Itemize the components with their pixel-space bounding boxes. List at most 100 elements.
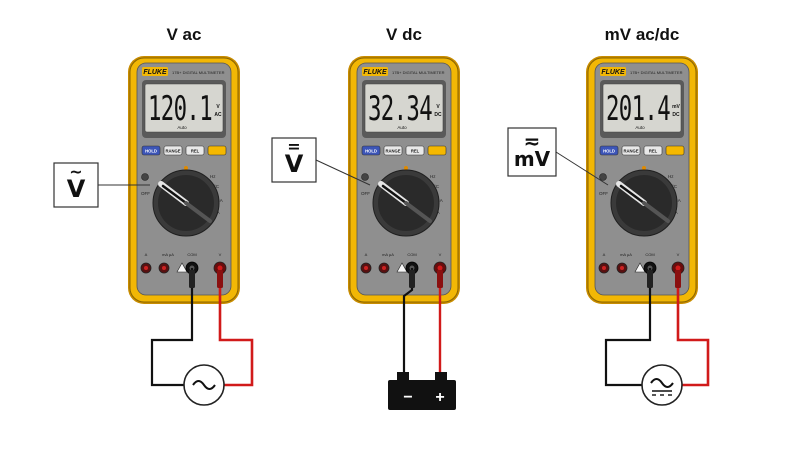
jack-ma-core [382, 266, 386, 270]
meter-button-label: REL [411, 149, 420, 154]
callout-box [507, 127, 557, 177]
dial-label-temp: °C [672, 184, 678, 189]
lcd-unit-bottom: DC [434, 112, 442, 118]
jack-a-core [144, 266, 148, 270]
jack-label: A [145, 252, 148, 257]
lcd-auto-label: Auto [177, 125, 187, 130]
jack-label: mA μA [382, 252, 394, 257]
dial-side-knob [141, 173, 149, 181]
red-probe-plug [675, 270, 681, 288]
dial-label-off: OFF [599, 191, 608, 196]
battery-plus-label: + [435, 389, 444, 406]
meter-button-label: RANGE [385, 149, 400, 154]
red-test-lead [676, 268, 710, 387]
meter-title: mV ac/dc [605, 25, 680, 44]
jack-label: A [365, 252, 368, 257]
lcd-reading: 201.4 [606, 89, 670, 129]
meter-button-1 [361, 145, 381, 156]
black-test-lead [150, 268, 194, 387]
dial-label-off: OFF [361, 191, 370, 196]
function-callout: mV≂ [507, 127, 609, 186]
meter-button-label: HOLD [365, 149, 377, 154]
callout-symbol: mV [514, 147, 551, 171]
dial-label-temp: °C [434, 184, 440, 189]
jack-label: COM [407, 252, 416, 257]
meter-title: V ac [167, 25, 202, 44]
meter-button-2 [383, 145, 403, 156]
meter-button-label: REL [649, 149, 658, 154]
warning-triangle-icon [634, 262, 646, 273]
dial-label-hz: Hz [210, 174, 216, 179]
dial-pointer [381, 184, 408, 205]
callout-symbol: V [67, 175, 86, 203]
meter-button-1 [141, 145, 161, 156]
lcd-unit-top: mV [672, 104, 680, 110]
meter-button-label: RANGE [165, 149, 180, 154]
meter-button-2 [621, 145, 641, 156]
jack-label: V [439, 252, 442, 257]
brand-badge [142, 67, 168, 76]
dial-pointer-tail [404, 201, 432, 223]
lcd-screen [602, 83, 682, 133]
battery-terminal-minus [397, 372, 409, 380]
dial-side-knob [599, 173, 607, 181]
brand-logo: FLUKE [363, 69, 387, 76]
callout-symbol: V [285, 150, 304, 178]
dial-indicator-dot [642, 166, 646, 170]
lcd-reading: 120.1 [148, 89, 212, 129]
lcd-auto-label: Auto [397, 125, 407, 130]
model-label: 17B+ DIGITAL MULTIMETER [172, 70, 225, 75]
meter-button-3 [405, 145, 425, 156]
callout-leader-line [315, 159, 371, 186]
model-label: 17B+ DIGITAL MULTIMETER [630, 70, 683, 75]
lcd-unit-top: V [216, 104, 220, 110]
meter-button-label: HOLD [603, 149, 615, 154]
function-callout: V~ [53, 162, 150, 208]
lcd-screen [364, 83, 444, 133]
sine-wave-icon [192, 380, 216, 390]
black-test-lead [604, 268, 652, 387]
meter-button-1 [599, 145, 619, 156]
lcd-screen [144, 83, 224, 133]
dial-indicator-dot [184, 166, 188, 170]
warning-triangle-icon [396, 262, 408, 273]
lcd-reading: 32.34 [368, 89, 432, 129]
callout-mark: = [287, 137, 300, 156]
brand-badge [362, 67, 388, 76]
battery-terminal-plus [435, 372, 447, 380]
dial-side-knob [361, 173, 369, 181]
lcd-unit-top: V [436, 104, 440, 110]
meter-button-3 [643, 145, 663, 156]
black-probe-plug [189, 270, 195, 288]
dial-pointer-tail [184, 201, 212, 223]
jack-label: mA μA [620, 252, 632, 257]
jack-ma-core [620, 266, 624, 270]
dial-pointer [619, 184, 646, 205]
jack-ma-core [162, 266, 166, 270]
jack-label: V [219, 252, 222, 257]
dial-pointer [161, 184, 188, 205]
callout-mark: ≂ [524, 129, 541, 153]
jack-label: A [603, 252, 606, 257]
brand-badge [600, 67, 626, 76]
jack-label: COM [645, 252, 654, 257]
dial-label-temp: °C [214, 184, 220, 189]
model-label: 17B+ DIGITAL MULTIMETER [392, 70, 445, 75]
red-probe-plug [437, 270, 443, 288]
meter-title: V dc [386, 25, 422, 44]
sine-wave-icon [650, 378, 674, 388]
callout-mark: ~ [69, 162, 82, 181]
jack-label: V [677, 252, 680, 257]
jack-label: COM [187, 252, 196, 257]
jack-a-core [602, 266, 606, 270]
dial-label-hz: Hz [668, 174, 674, 179]
red-test-lead [218, 268, 254, 387]
battery-body [388, 380, 456, 410]
callout-leader-line [555, 151, 609, 186]
brand-logo: FLUKE [601, 69, 625, 76]
black-probe-plug [409, 270, 415, 288]
